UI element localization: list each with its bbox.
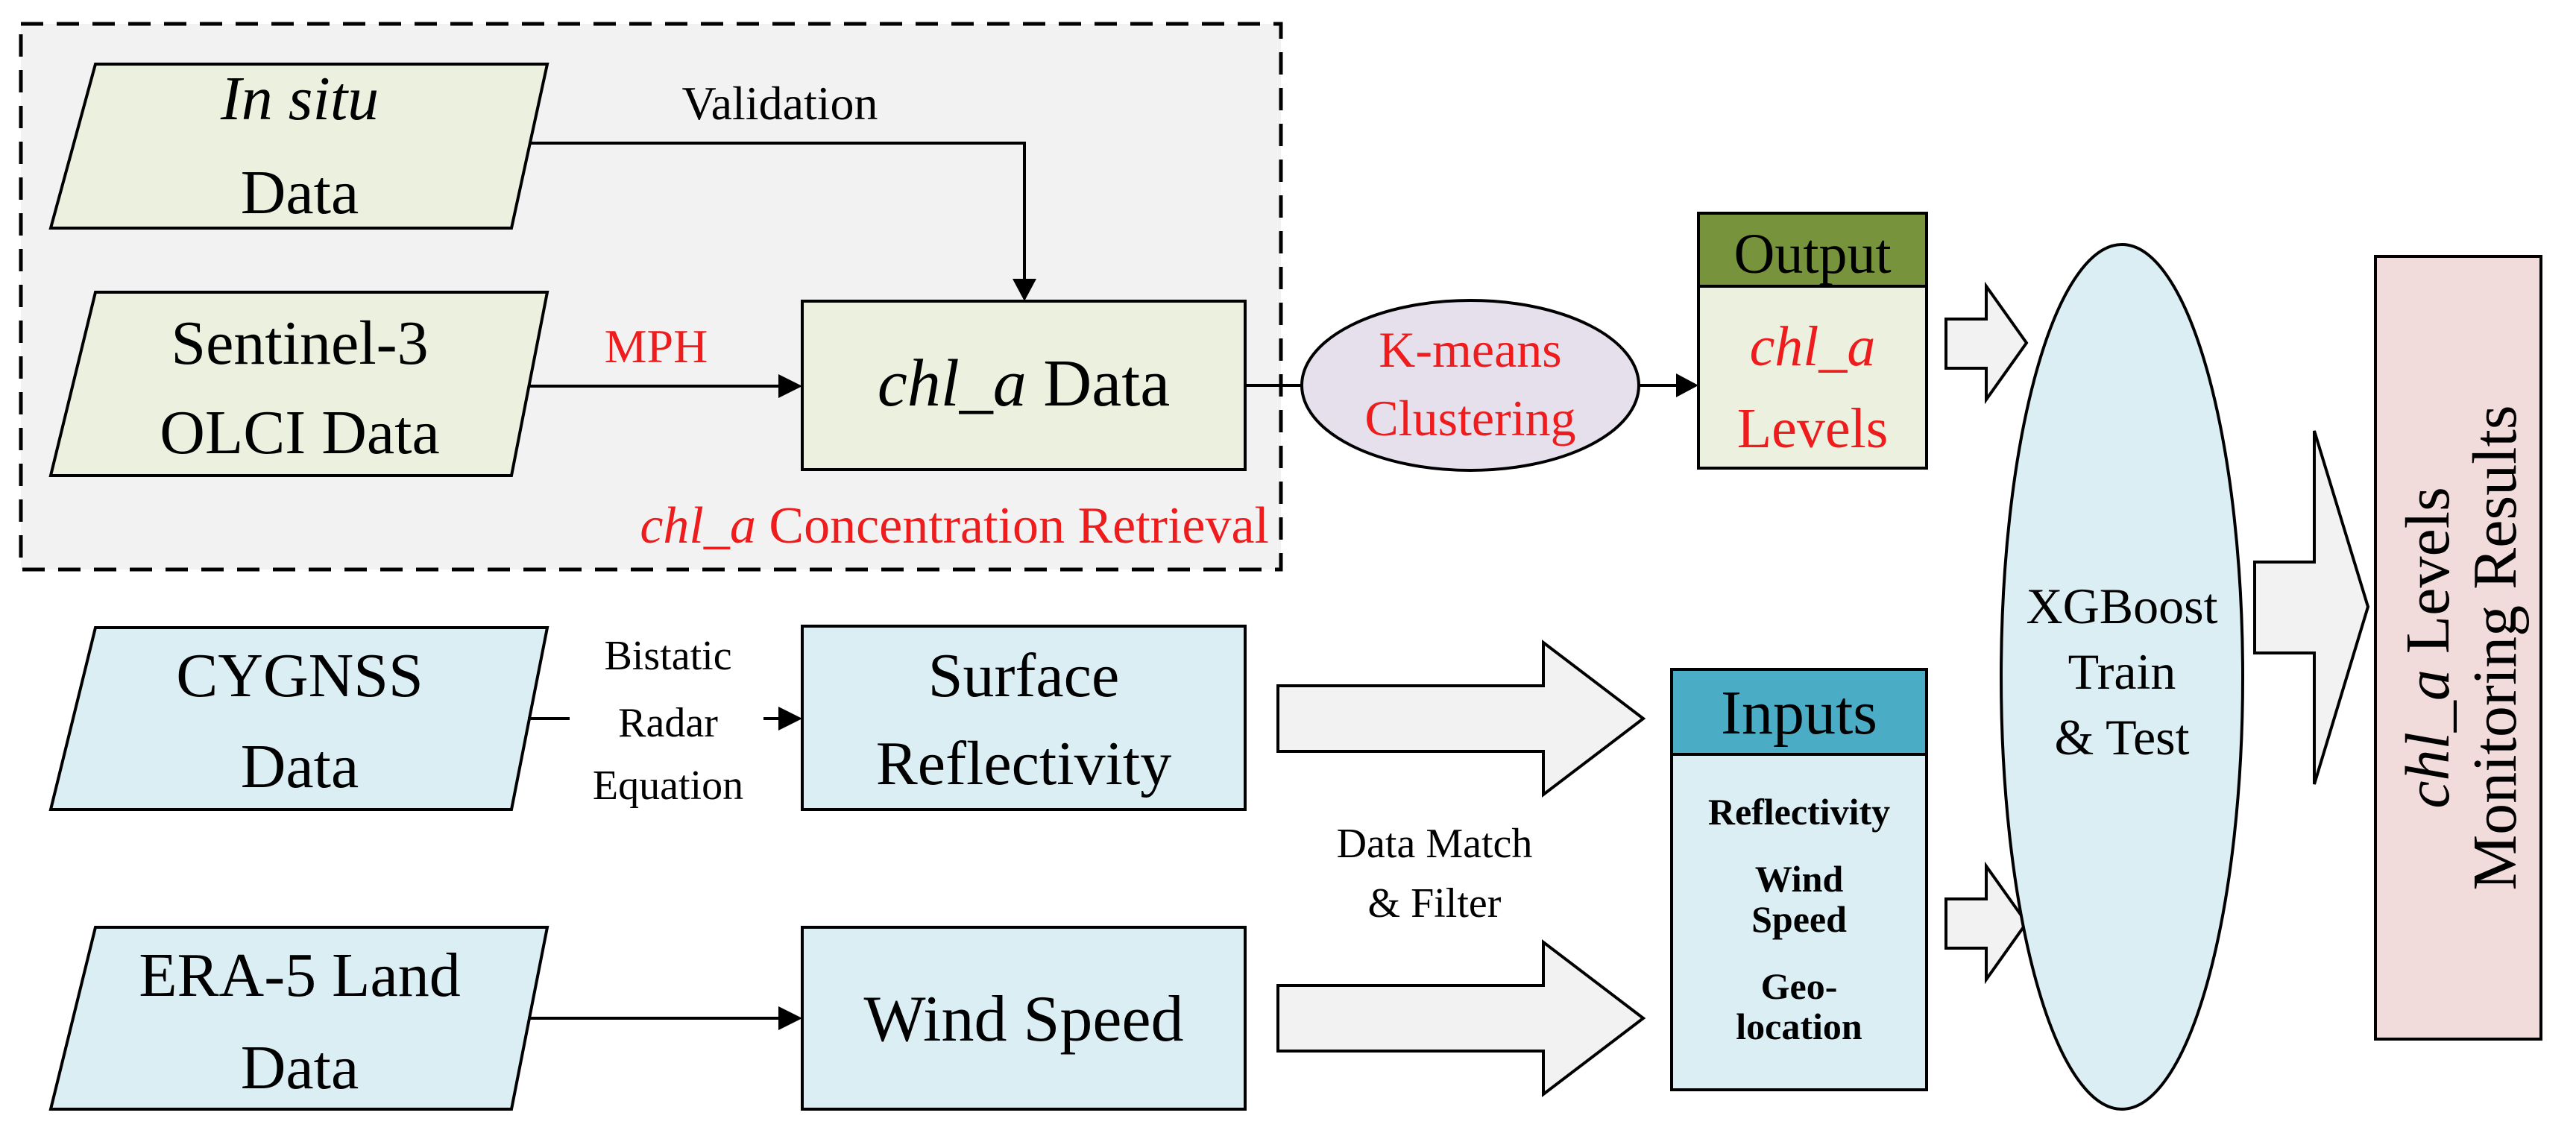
validation-arrow xyxy=(531,142,1026,294)
insitu-label-line2: Data xyxy=(241,158,359,227)
bistatic-label-background xyxy=(570,626,763,812)
result-label-line1: chl_a Levels xyxy=(2393,487,2463,809)
output-node: Output chl_a Levels xyxy=(1697,212,1928,470)
xgboost-to-result-arrow xyxy=(2253,430,2370,785)
output-label-line1: chl_a xyxy=(1750,315,1876,378)
era5-label-line1: ERA-5 Land xyxy=(139,941,461,1010)
inputs-node: Inputs Reflectivity Wind Speed Geo- loca… xyxy=(1670,668,1928,1091)
wind-speed-label: Wind Speed xyxy=(863,983,1183,1055)
surface-reflectivity-node: Surface Reflectivity xyxy=(801,625,1247,811)
inputs-item-location: location xyxy=(1736,1006,1862,1047)
kmeans-label-line1: K-means xyxy=(1379,321,1561,378)
cygnss-data-node: CYGNSS Data xyxy=(48,626,549,811)
validation-arrowhead xyxy=(1013,279,1036,301)
result-node: chl_a Levels Monitoring Results xyxy=(2374,255,2542,1041)
era5-data-node: ERA-5 Land Data xyxy=(48,926,549,1111)
insitu-label-line1: In situ xyxy=(220,64,379,133)
cygnss-label-line1: CYGNSS xyxy=(176,641,423,710)
inputs-header: Inputs xyxy=(1721,678,1877,748)
sentinel-label-line2: OLCI Data xyxy=(160,398,440,467)
inputs-item-geo: Geo- xyxy=(1761,965,1838,1007)
insitu-data-node: In situ Data xyxy=(48,63,549,230)
validation-label: Validation xyxy=(681,77,878,130)
inputs-item-wind: Wind xyxy=(1755,858,1844,900)
sentinel-label-line1: Sentinel-3 xyxy=(171,309,428,378)
wind-to-inputs-arrow xyxy=(1276,938,1646,1098)
data-match-label-line1: Data Match xyxy=(1337,821,1533,867)
inputs-item-reflectivity: Reflectivity xyxy=(1708,791,1890,833)
kmeans-to-output-arrowhead xyxy=(1676,373,1698,397)
cygnss-label-line2: Data xyxy=(241,732,359,801)
surface-to-inputs-arrow xyxy=(1276,639,1646,798)
xgboost-label-line2: Train xyxy=(2068,643,2176,700)
xgboost-label-line1: XGBoost xyxy=(2027,578,2218,634)
xgboost-label-line3: & Test xyxy=(2055,709,2190,766)
output-header: Output xyxy=(1733,223,1891,285)
bistatic-label-line3: Equation xyxy=(593,763,743,809)
chl-data-label: chl_a Data xyxy=(878,347,1170,420)
bistatic-arrowhead xyxy=(778,707,802,730)
output-label-line2: Levels xyxy=(1737,397,1889,460)
output-to-xgboost-arrow xyxy=(1944,281,2029,405)
data-match-label-line2: & Filter xyxy=(1368,880,1502,927)
kmeans-label-line2: Clustering xyxy=(1364,390,1575,446)
chl-data-node: chl_a Data xyxy=(801,300,1247,471)
inputs-to-xgboost-arrow xyxy=(1944,861,2029,985)
kmeans-node: K-means Clustering xyxy=(1300,299,1640,472)
retrieval-region-caption: chl_a Concentration Retrieval xyxy=(640,497,1269,555)
surface-label-line1: Surface xyxy=(928,641,1120,710)
wind-speed-node: Wind Speed xyxy=(801,926,1247,1111)
era5-to-wind-arrowhead xyxy=(778,1006,802,1030)
inputs-item-speed: Speed xyxy=(1751,898,1847,940)
era5-label-line2: Data xyxy=(241,1033,359,1102)
result-label-line2: Monitoring Results xyxy=(2460,405,2530,890)
mph-arrowhead xyxy=(778,374,802,398)
mph-label: MPH xyxy=(605,320,708,373)
sentinel-data-node: Sentinel-3 OLCI Data xyxy=(48,291,549,477)
surface-label-line2: Reflectivity xyxy=(876,729,1172,798)
bistatic-label-line1: Bistatic xyxy=(604,633,731,679)
bistatic-label-line2: Radar xyxy=(618,700,718,746)
xgboost-node: XGBoost Train & Test xyxy=(2000,243,2244,1111)
